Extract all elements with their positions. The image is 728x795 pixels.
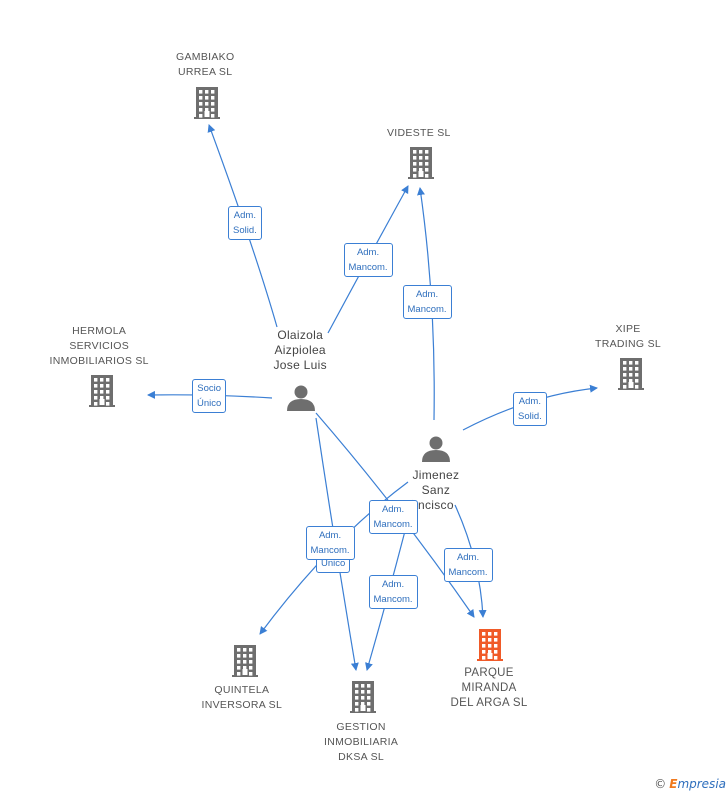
edge-label-jimenez-to-videste: Adm. Mancom.	[402, 285, 452, 319]
building-icon-quintela	[232, 645, 258, 677]
building-icon-gambiako	[194, 87, 220, 119]
node-label-gestion[interactable]: GESTION INMOBILIARIA DKSA SL	[324, 721, 399, 763]
edge-label-olaizola-to-parque: Adm. Mancom.	[305, 526, 355, 560]
edge-label-jimenez-to-quintela: Adm. Mancom.	[368, 500, 418, 534]
edge-label-jimenez-to-parque: Adm. Mancom.	[443, 548, 493, 582]
person-icon-olaizola	[287, 385, 315, 411]
node-label-gambiako[interactable]: GAMBIAKO URREA SL	[176, 51, 235, 78]
edge-label-olaizola-to-videste: Adm. Mancom.	[343, 243, 393, 277]
edge-label-jimenez-to-gestion: Adm. Mancom.	[368, 575, 418, 609]
node-label-olaizola[interactable]: Olaizola Aizpiolea Jose Luis	[273, 328, 327, 372]
node-label-quintela[interactable]: QUINTELA INVERSORA SL	[201, 684, 283, 711]
building-icon-xipe	[618, 358, 644, 390]
node-label-videste[interactable]: VIDESTE SL	[387, 127, 451, 139]
brand-watermark: ©Empresia	[654, 777, 726, 791]
edge-label-jimenez-to-xipe: Adm. Solid.	[513, 392, 547, 426]
edge-label-olaizola-to-gambiako: Adm. Solid.	[228, 206, 262, 240]
node-label-hermola[interactable]: HERMOLA SERVICIOS INMOBILIARIOS SL	[49, 325, 149, 367]
building-icon-parque	[477, 629, 503, 661]
node-label-xipe[interactable]: XIPE TRADING SL	[595, 323, 662, 350]
building-icon-gestion	[350, 681, 376, 713]
building-icon-hermola	[89, 375, 115, 407]
person-icon-jimenez	[422, 436, 450, 462]
edge-label-olaizola-to-hermola: Socio Único	[192, 379, 227, 413]
node-label-parque[interactable]: PARQUE MIRANDA DEL ARGA SL	[450, 667, 528, 709]
building-icon-videste	[408, 147, 434, 179]
node-label-jimenez[interactable]: Jimenez Sanz ncisco	[412, 468, 460, 512]
